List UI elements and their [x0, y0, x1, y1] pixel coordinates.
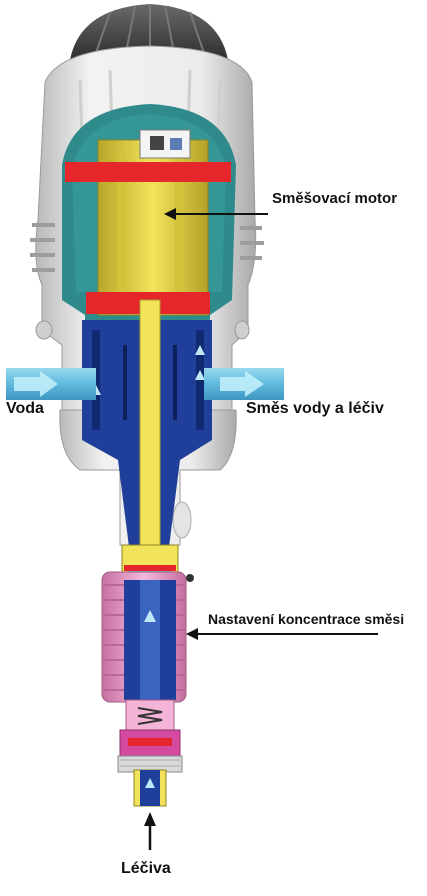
upper-seal: [65, 162, 231, 182]
label-water: Voda: [6, 400, 44, 417]
label-mixing-motor: Směšovací motor: [272, 190, 398, 207]
label-drugs: Léčiva: [121, 860, 171, 877]
water-inlet-pipe: [6, 368, 96, 400]
mixing-motor: [97, 129, 209, 316]
suction-tube: [133, 769, 167, 807]
suction-valve: [117, 699, 183, 773]
concentration-adjuster: [101, 571, 194, 703]
mixture-outlet-pipe: [204, 368, 284, 400]
label-concentration-setting: Nastavení koncentrace směsi: [208, 611, 405, 627]
concentration-callout: [186, 628, 378, 640]
motor-shaft: [139, 299, 161, 561]
drugs-callout: [144, 812, 156, 850]
top-cap: [70, 4, 228, 60]
label-water-drug-mix: Směs vody a léčiv: [246, 400, 384, 417]
motor-callout: [164, 208, 268, 220]
